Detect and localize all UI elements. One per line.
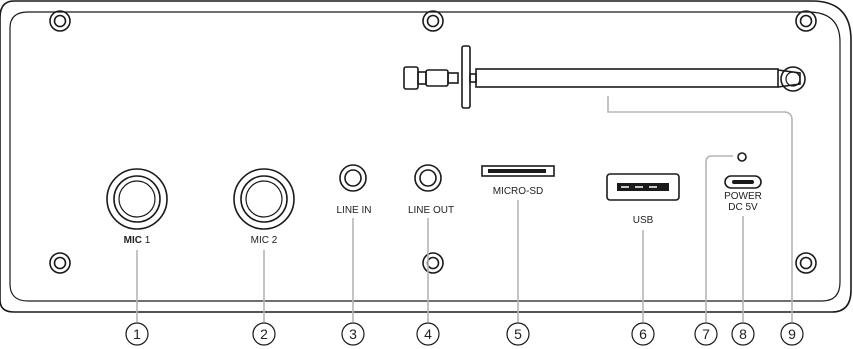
usb-c-power-port xyxy=(724,175,762,189)
usb-label: USB xyxy=(633,215,654,226)
svg-text:5: 5 xyxy=(514,326,522,342)
svg-text:6: 6 xyxy=(639,326,647,342)
power-voltage-label: DC 5V xyxy=(728,202,758,213)
screw-bottom-left xyxy=(49,252,71,274)
svg-text:8: 8 xyxy=(739,326,747,342)
mic2-jack xyxy=(233,168,295,230)
line-out-label: LINE OUT xyxy=(408,205,454,216)
callout-5: 5 xyxy=(506,322,530,346)
callout-3: 3 xyxy=(341,322,365,346)
screw-bottom-center xyxy=(422,252,444,274)
leader-lines xyxy=(136,96,793,322)
screw-top-right xyxy=(795,10,817,32)
panel-inner-outline xyxy=(9,11,841,302)
callout-9: 9 xyxy=(780,322,804,346)
micro-sd-label: MICRO-SD xyxy=(493,186,544,197)
svg-text:1: 1 xyxy=(133,326,141,342)
micro-sd-slot xyxy=(481,165,555,177)
callout-2: 2 xyxy=(252,322,276,346)
callout-7: 7 xyxy=(694,322,718,346)
svg-text:9: 9 xyxy=(788,326,796,342)
callout-1: 1 xyxy=(125,322,149,346)
usb-port xyxy=(606,173,680,201)
svg-text:7: 7 xyxy=(702,326,710,342)
screw-bottom-right xyxy=(795,252,817,274)
screw-top-left xyxy=(49,10,71,32)
mic1-label: MIC 1 xyxy=(124,235,151,246)
line-out-jack xyxy=(414,164,442,192)
screw-top-center xyxy=(422,10,444,32)
callout-8: 8 xyxy=(731,322,755,346)
line-in-label: LINE IN xyxy=(336,205,371,216)
antenna xyxy=(403,45,806,109)
callout-6: 6 xyxy=(631,322,655,346)
line-in-jack xyxy=(339,164,367,192)
callout-4: 4 xyxy=(416,322,440,346)
svg-text:3: 3 xyxy=(349,326,357,342)
power-led xyxy=(737,152,747,162)
mic2-label: MIC 2 xyxy=(251,235,278,246)
svg-text:4: 4 xyxy=(424,326,432,342)
mic1-jack xyxy=(106,168,168,230)
panel-outline xyxy=(0,0,852,313)
svg-text:2: 2 xyxy=(260,326,268,342)
power-label: POWER xyxy=(724,191,762,202)
